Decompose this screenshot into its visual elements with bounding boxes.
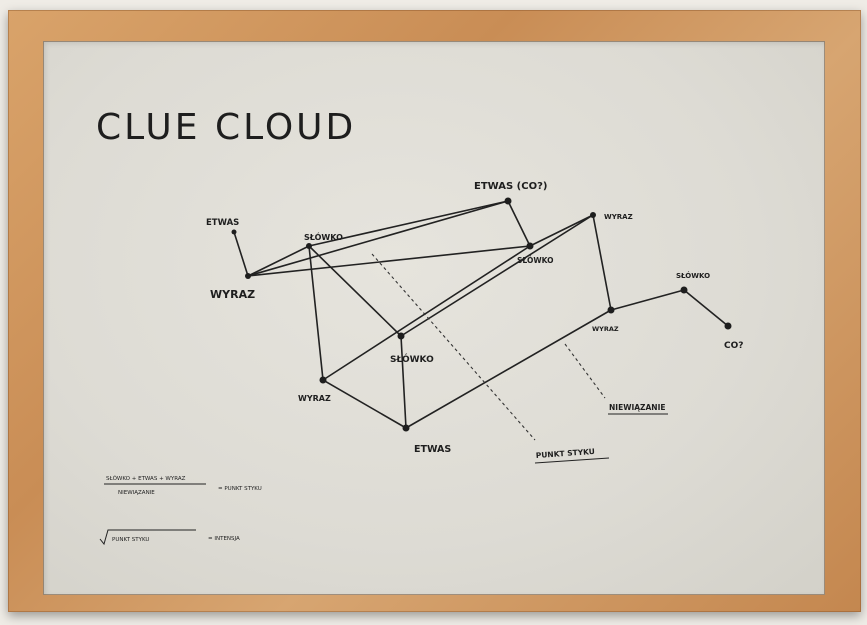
edge: [308, 245, 402, 337]
edge: [308, 245, 324, 381]
annotation-underline: [534, 457, 610, 464]
node-dot: [319, 376, 327, 384]
label-slowko-2: SŁÓWKO: [517, 256, 553, 265]
node-dot: [724, 322, 732, 330]
edge: [610, 289, 685, 311]
node-dot: [402, 424, 410, 432]
node-dot: [306, 243, 312, 249]
node-dot: [231, 229, 237, 235]
edge: [592, 214, 612, 311]
label-etwas-co: ETWAS (CO?): [474, 181, 547, 192]
label-wyraz-left: WYRAZ: [210, 288, 255, 301]
node-labels: ETWAS SŁÓWKO WYRAZ ETWAS (CO?) SŁÓWKO WY…: [206, 181, 743, 455]
node-dot: [526, 242, 534, 250]
formula2-result: = INTENSJA: [208, 536, 240, 542]
label-co: CO?: [724, 341, 743, 351]
formula1-numerator: SŁÓWKO + ETWAS + WYRAZ: [106, 475, 186, 482]
edge: [322, 379, 407, 429]
edge: [247, 245, 310, 277]
node-dot: [397, 332, 405, 340]
label-slowko-far: SŁÓWKO: [676, 271, 710, 280]
formula1-result: = PUNKT STYKU: [218, 486, 262, 492]
edge: [683, 289, 729, 327]
edge: [400, 214, 594, 337]
label-etwas-top: ETWAS: [206, 218, 239, 228]
annotation-niewiazanie: NIEWIĄZANIE: [609, 403, 666, 412]
formula-1: SŁÓWKO + ETWAS + WYRAZ NIEWIĄZANIE = PUN…: [104, 475, 262, 496]
label-wyraz-right: WYRAZ: [604, 213, 633, 221]
node-dot: [245, 273, 251, 279]
dashed-pointers: [371, 253, 606, 441]
node-dots: [231, 197, 732, 432]
edge: [405, 309, 612, 429]
label-wyraz-far: WYRAZ: [592, 325, 619, 333]
label-slowko-1: SŁÓWKO: [304, 231, 343, 242]
node-dot: [607, 306, 615, 314]
formula-2: PUNKT STYKU = INTENSJA: [99, 529, 240, 546]
edge: [529, 214, 594, 247]
annotation-punkt-styku: PUNKT STYKU: [536, 447, 596, 460]
label-etwas-bottom: ETWAS: [414, 444, 451, 455]
annotations: NIEWIĄZANIE PUNKT STYKU: [534, 403, 668, 464]
node-dot: [680, 286, 688, 294]
edge: [400, 335, 407, 429]
edge: [233, 231, 249, 277]
whiteboard: [43, 41, 825, 595]
edge: [247, 200, 509, 277]
board-title: CLUE CLOUD: [96, 107, 356, 148]
pointer-line: [564, 343, 606, 399]
node-dot: [590, 212, 596, 218]
edge: [507, 200, 531, 247]
formula2-radicand: PUNKT STYKU: [112, 537, 149, 543]
root-sign: [99, 529, 196, 546]
label-slowko-mid: SŁÓWKO: [390, 353, 434, 365]
formula1-denominator: NIEWIĄZANIE: [118, 490, 155, 496]
label-wyraz-lower: WYRAZ: [298, 394, 331, 403]
node-dot: [504, 197, 512, 205]
edge: [308, 200, 509, 247]
edge: [322, 245, 531, 381]
edge: [247, 245, 531, 277]
edges: [233, 200, 729, 429]
pointer-line: [371, 253, 536, 441]
